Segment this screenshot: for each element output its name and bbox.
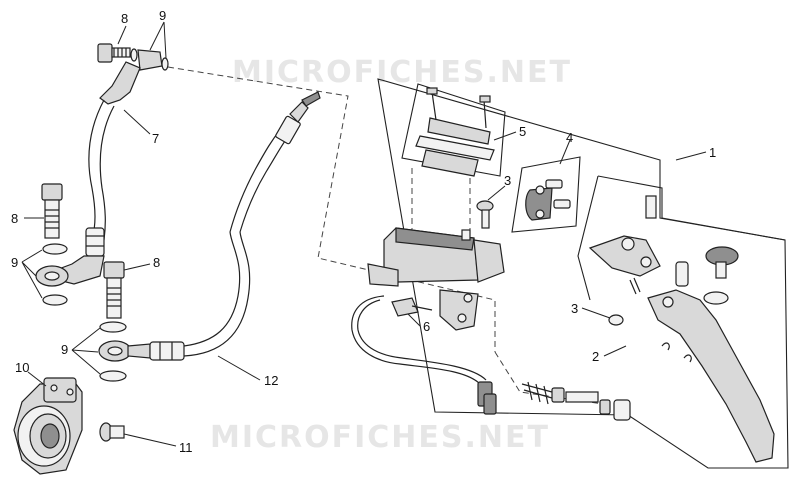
callout-7: 7 [152,131,159,146]
leader-8c [123,263,151,271]
alignment-line-piston [494,351,611,406]
clutch-lever [647,289,775,463]
bolt-11 [99,422,125,442]
leader-10 [27,371,47,387]
reservoir-cover-5 [415,87,495,177]
leader-3a [487,185,506,201]
bolt-8-top [97,43,131,63]
callout-8-left: 8 [11,211,18,226]
assembly-frame-1 [377,78,789,469]
leader-4 [559,139,571,165]
callout-10: 10 [15,360,29,375]
alignment-line-hose [167,66,496,352]
callout-11: 11 [179,440,193,455]
callout-12: 12 [264,373,278,388]
leader-7 [123,109,151,135]
bolt-8-middle [103,261,125,319]
callout-5: 5 [519,124,526,139]
leader-9b [21,249,43,299]
screw-3-upper [476,200,494,229]
adjuster-knob [703,246,739,305]
master-cylinder-body [367,227,505,331]
clamp-frame-4 [511,156,581,233]
washer-9-top-a [130,48,138,62]
nut-3-lower [608,314,624,326]
clutch-switch-6 [351,295,497,415]
washer-9-left-lower [42,294,68,306]
washer-9-left-upper [42,243,68,255]
leader-2 [603,345,627,357]
lever-subframe-2 [577,175,786,301]
callout-3-upper: 3 [504,173,511,188]
slave-cylinder-10 [13,377,83,475]
lever-pivot-pin [675,261,689,287]
leader-12 [217,355,261,381]
leader-9a [149,21,167,59]
circlip-a [661,342,670,351]
callout-1: 1 [709,145,716,160]
callout-8-middle: 8 [153,255,160,270]
hose-7 [55,49,163,285]
leader-9c [71,327,101,375]
washer-9-top-b [161,57,169,71]
watermark-bottom: MICROFICHES.NET [210,420,550,455]
hose-12 [98,91,321,362]
leader-5 [493,131,517,141]
callout-3-lower: 3 [571,301,578,316]
reservoir-cover-frame-5 [401,83,506,177]
callout-9-left: 9 [11,255,18,270]
piston-kit [521,381,631,421]
watermark-top: MICROFICHES.NET [232,55,572,90]
callout-9-top: 9 [159,8,166,23]
callout-9-middle: 9 [61,342,68,357]
circlip-b [683,354,692,363]
leader-8a [117,25,127,45]
banjo-fitting-hole [44,271,60,281]
leader-6 [407,313,421,327]
clamp-4 [525,179,571,221]
callout-6: 6 [423,319,430,334]
leader-11 [123,433,177,447]
lever-bracket [588,195,661,295]
callout-2: 2 [592,349,599,364]
leader-1 [675,151,707,161]
callout-8-top: 8 [121,11,128,26]
washer-9-mid-lower [99,370,127,382]
washer-9-mid-upper [99,321,127,333]
callout-4: 4 [566,130,573,145]
leader-3b [581,307,611,319]
bolt-8-left [41,183,63,239]
